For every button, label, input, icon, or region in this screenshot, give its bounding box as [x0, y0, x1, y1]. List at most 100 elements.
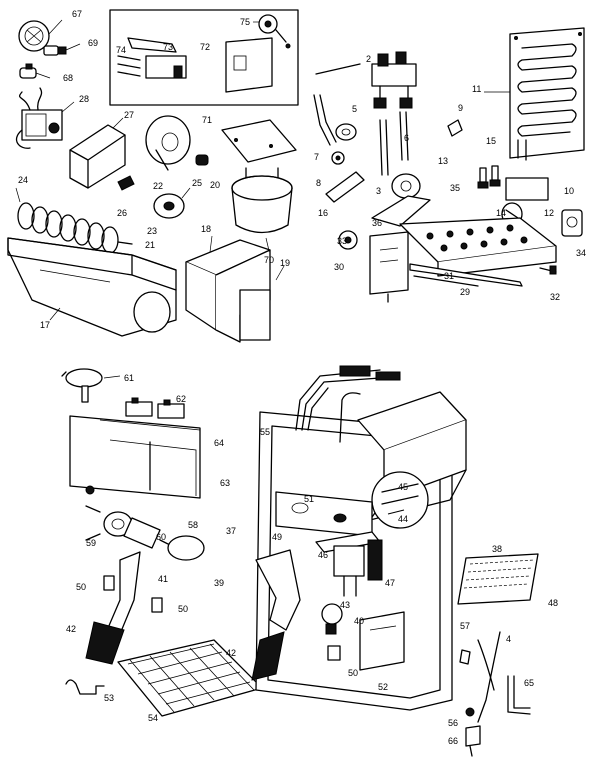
- part-40-switch: [321, 603, 343, 661]
- label-24: 24: [18, 175, 29, 185]
- label-31: 31: [444, 271, 455, 281]
- label-12: 12: [544, 208, 555, 218]
- label-30: 30: [334, 262, 345, 272]
- label-25: 25: [192, 178, 203, 188]
- label-74: 74: [116, 45, 127, 55]
- label-28: 28: [79, 94, 90, 104]
- label-59: 59: [86, 538, 97, 548]
- part-ice-mold: [399, 217, 557, 277]
- part-14-15-terminals: [477, 165, 501, 189]
- part-25-gear: [153, 187, 191, 219]
- label-50b: 50: [178, 604, 189, 614]
- label-44: 44: [398, 514, 409, 524]
- label-8: 8: [316, 178, 322, 188]
- part-50-brackets-left: [103, 575, 163, 613]
- label-33: 33: [337, 236, 348, 246]
- label-61: 61: [124, 373, 135, 383]
- part-27-cover: [69, 117, 126, 189]
- label-9: 9: [458, 103, 464, 113]
- label-53: 53: [104, 693, 115, 703]
- part-60-lamp-body: [123, 517, 161, 549]
- label-67: 67: [72, 9, 83, 19]
- label-15: 15: [486, 136, 497, 146]
- part-41-actuator-arm: [107, 551, 141, 635]
- label-27: 27: [124, 110, 135, 120]
- part-22-cam: [145, 115, 191, 171]
- label-19: 19: [280, 258, 291, 268]
- part-68-plug: [19, 63, 51, 79]
- part-42-paddle-left: [85, 621, 125, 665]
- part-69-connector: [43, 43, 81, 56]
- part-24-heater-coil: [15, 187, 133, 254]
- part-57-fitting: [459, 639, 495, 691]
- label-14: 14: [496, 208, 507, 218]
- label-17: 17: [40, 320, 51, 330]
- label-48: 48: [548, 598, 559, 608]
- label-40: 40: [354, 616, 365, 626]
- label-20: 20: [210, 180, 221, 190]
- part-3-13-tubing: [379, 111, 409, 176]
- part-10-bracket: [505, 177, 549, 201]
- label-11: 11: [472, 84, 482, 94]
- label-4: 4: [506, 634, 512, 644]
- label-29: 29: [460, 287, 471, 297]
- label-2: 2: [366, 54, 372, 64]
- part-63-64-housing: [69, 415, 201, 499]
- part-70-housing: [231, 167, 293, 256]
- label-42b: 42: [226, 648, 237, 658]
- label-56: 56: [448, 718, 459, 728]
- label-34: 34: [576, 248, 587, 258]
- label-65: 65: [524, 678, 535, 688]
- label-18: 18: [201, 224, 212, 234]
- label-36: 36: [372, 218, 383, 228]
- part-62-switches: [125, 397, 185, 419]
- part-42-paddle-right: [251, 631, 285, 681]
- label-7: 7: [314, 152, 320, 162]
- part-46-47-module: [315, 531, 383, 597]
- part-18-19-chute: [185, 235, 285, 343]
- label-32: 32: [550, 292, 561, 302]
- part-38-insulation: [457, 553, 539, 605]
- part-7-tube: [313, 94, 357, 146]
- part-29-31-arm: [409, 263, 523, 287]
- label-41: 41: [158, 574, 169, 584]
- part-58-bulb: [159, 535, 205, 561]
- part-28-motor: [15, 87, 75, 149]
- part-66-valve: [465, 725, 481, 757]
- part-34-thermostat: [561, 209, 583, 237]
- part-20-bushing: [195, 154, 209, 166]
- part-11-heater: [484, 27, 585, 161]
- label-58: 58: [188, 520, 199, 530]
- part-32-pin: [539, 265, 557, 275]
- label-3: 3: [376, 186, 382, 196]
- part-26-clip: [117, 175, 135, 191]
- part-67-knob: [18, 19, 63, 52]
- label-68: 68: [63, 73, 74, 83]
- label-63: 63: [220, 478, 231, 488]
- label-70: 70: [264, 255, 275, 265]
- label-39: 39: [214, 578, 225, 588]
- label-72: 72: [200, 42, 211, 52]
- label-38: 38: [492, 544, 503, 554]
- label-6: 6: [404, 133, 410, 143]
- label-16: 16: [318, 208, 329, 218]
- label-35: 35: [450, 183, 461, 193]
- part-ice-hopper: [357, 391, 467, 521]
- label-60: 60: [156, 532, 167, 542]
- label-52: 52: [378, 682, 389, 692]
- part-55-wire-harness: [295, 365, 401, 443]
- label-10: 10: [564, 186, 575, 196]
- label-51: 51: [304, 494, 315, 504]
- label-64: 64: [214, 438, 225, 448]
- part-30-housing: [369, 231, 409, 303]
- label-45: 45: [398, 482, 409, 492]
- label-26: 26: [117, 208, 128, 218]
- part-39-arm: [255, 549, 301, 631]
- part-44-45-detail: [371, 471, 429, 529]
- label-50a: 50: [76, 582, 87, 592]
- label-46: 46: [318, 550, 329, 560]
- label-50c: 50: [348, 668, 359, 678]
- label-73: 73: [163, 42, 174, 52]
- label-5: 5: [352, 104, 358, 114]
